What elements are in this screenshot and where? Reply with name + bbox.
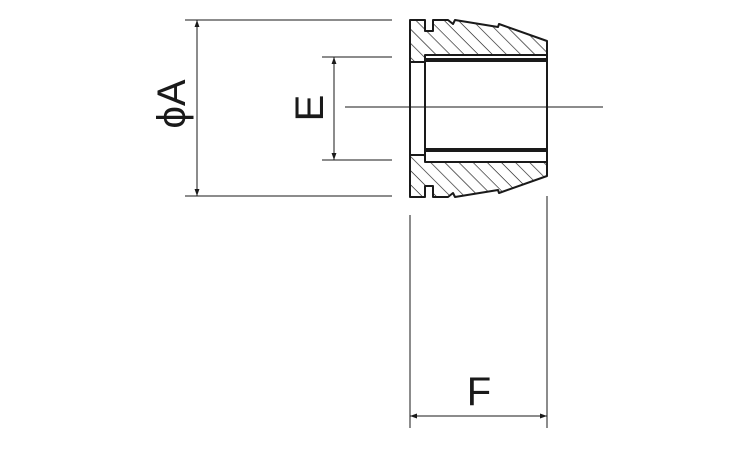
part-section xyxy=(409,19,548,198)
upper-wall-section xyxy=(409,19,548,63)
lower-wall-section xyxy=(409,154,548,198)
dimension-f xyxy=(409,196,548,428)
dimension-label-a: ϕA xyxy=(150,79,194,128)
bore-outline xyxy=(409,55,548,162)
dimension-e xyxy=(322,56,392,161)
dimension-label-e: E xyxy=(288,95,332,122)
dimension-a xyxy=(185,19,392,197)
dimension-label-f: F xyxy=(467,370,491,414)
